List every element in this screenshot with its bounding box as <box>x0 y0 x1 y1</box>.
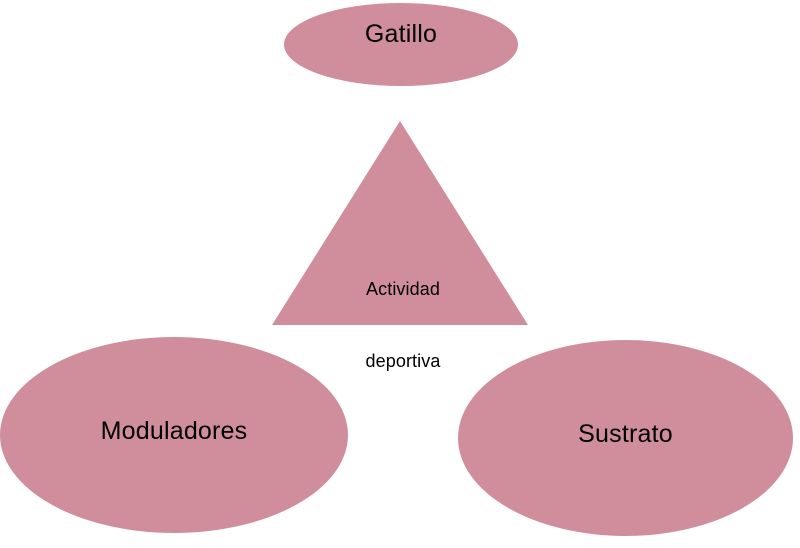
node-shape-actividad-deportiva[interactable] <box>272 121 528 325</box>
node-shape-gatillo[interactable] <box>284 3 518 86</box>
node-shape-sustrato[interactable] <box>458 340 793 536</box>
node-shape-moduladores[interactable] <box>0 337 348 533</box>
